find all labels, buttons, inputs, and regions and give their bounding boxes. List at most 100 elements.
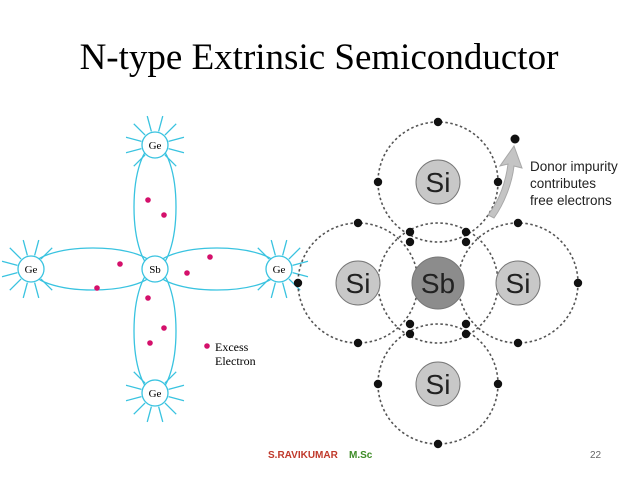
electron [161, 325, 167, 331]
ray-line [168, 384, 185, 391]
ray-line [168, 147, 185, 154]
electron [145, 295, 151, 301]
electron [461, 319, 471, 329]
ray-line [22, 239, 29, 256]
atom-label-bottom: Ge [149, 388, 162, 400]
atom-label-left: Ge [25, 264, 38, 276]
ray-line [125, 395, 142, 402]
electron [184, 270, 190, 276]
atom-bottom [141, 379, 169, 407]
ray-line [9, 247, 22, 260]
si-label-bottom: Si [426, 369, 451, 400]
electron [373, 177, 383, 187]
electron [94, 285, 100, 291]
electron [433, 439, 443, 449]
electron [461, 227, 471, 237]
ray-line [157, 115, 164, 132]
electron [353, 218, 363, 228]
atom-right [495, 260, 541, 306]
electron [207, 254, 213, 260]
electron [513, 338, 523, 348]
atom-left [335, 260, 381, 306]
si-lattice-diagram: Si Si Sb Si Si [293, 117, 583, 449]
ray-line [164, 123, 177, 136]
ray-line [292, 260, 309, 267]
si-label-left: Si [346, 268, 371, 299]
electron [147, 340, 153, 346]
donor-arrow-icon [487, 144, 523, 219]
bond-top [133, 144, 177, 270]
ge-lattice-labels: Ge Ge Sb Ge Ge [25, 140, 286, 400]
electron [513, 218, 523, 228]
ray-line [33, 239, 40, 256]
donor-line2: contributes [530, 176, 596, 191]
legend-line2: Electron [215, 354, 256, 368]
electron [161, 212, 167, 218]
bond-left [30, 247, 156, 291]
si-label-right: Si [506, 268, 531, 299]
electron [461, 329, 471, 339]
atom-label-right: Ge [273, 264, 286, 276]
legend-line1: Excess [215, 340, 249, 354]
atom-top [141, 131, 169, 159]
ray-line [164, 402, 177, 415]
atom-right [265, 255, 293, 283]
legend-electron [204, 343, 210, 349]
electron [493, 379, 503, 389]
page-number: 22 [590, 450, 602, 461]
electron [145, 197, 151, 203]
valence-electrons [293, 117, 583, 449]
electron [353, 338, 363, 348]
atom-center [141, 255, 169, 283]
atom-top [415, 159, 461, 205]
si-labels: Si Si Sb Si Si [346, 167, 531, 400]
electron [493, 177, 503, 187]
atom-left [17, 255, 45, 283]
atom-label-center: Sb [149, 264, 161, 276]
atom-label-top: Ge [149, 140, 162, 152]
ray-line [288, 247, 301, 260]
bond-bottom [133, 268, 177, 394]
ray-line [168, 395, 185, 402]
si-atoms [335, 159, 541, 407]
electron [405, 227, 415, 237]
atom-center [411, 256, 465, 310]
bond-right [154, 247, 280, 291]
electron [405, 329, 415, 339]
ray-line [146, 115, 153, 132]
ray-line [270, 239, 277, 256]
donor-line1: Donor impurity [530, 159, 618, 174]
ray-line [125, 147, 142, 154]
electron [405, 237, 415, 247]
ray-line [292, 271, 309, 278]
ray-line [9, 278, 22, 291]
electron [433, 117, 443, 127]
ray-line [281, 239, 288, 256]
ray-line [1, 271, 18, 278]
ray-line [1, 260, 18, 267]
ray-line [157, 406, 164, 423]
electron [573, 278, 583, 288]
atom-bottom [415, 361, 461, 407]
electron [373, 379, 383, 389]
excess-electrons [94, 197, 213, 349]
ray-line [270, 282, 277, 299]
footer-degree: M.Sc [349, 450, 373, 461]
ray-line [133, 123, 146, 136]
si-label-top: Si [426, 167, 451, 198]
footer-author: S.RAVIKUMAR [268, 450, 338, 461]
ray-line [281, 282, 288, 299]
donor-line3: free electrons [530, 193, 612, 208]
ray-line [168, 136, 185, 143]
ray-line [125, 136, 142, 143]
ray-line [22, 282, 29, 299]
ge-lattice-diagram [1, 115, 309, 423]
ray-line [125, 384, 142, 391]
slide-title: N-type Extrinsic Semiconductor [79, 37, 559, 78]
electron [293, 278, 303, 288]
ray-line [133, 402, 146, 415]
free-electron [510, 134, 520, 144]
ray-line [33, 282, 40, 299]
electron [405, 319, 415, 329]
